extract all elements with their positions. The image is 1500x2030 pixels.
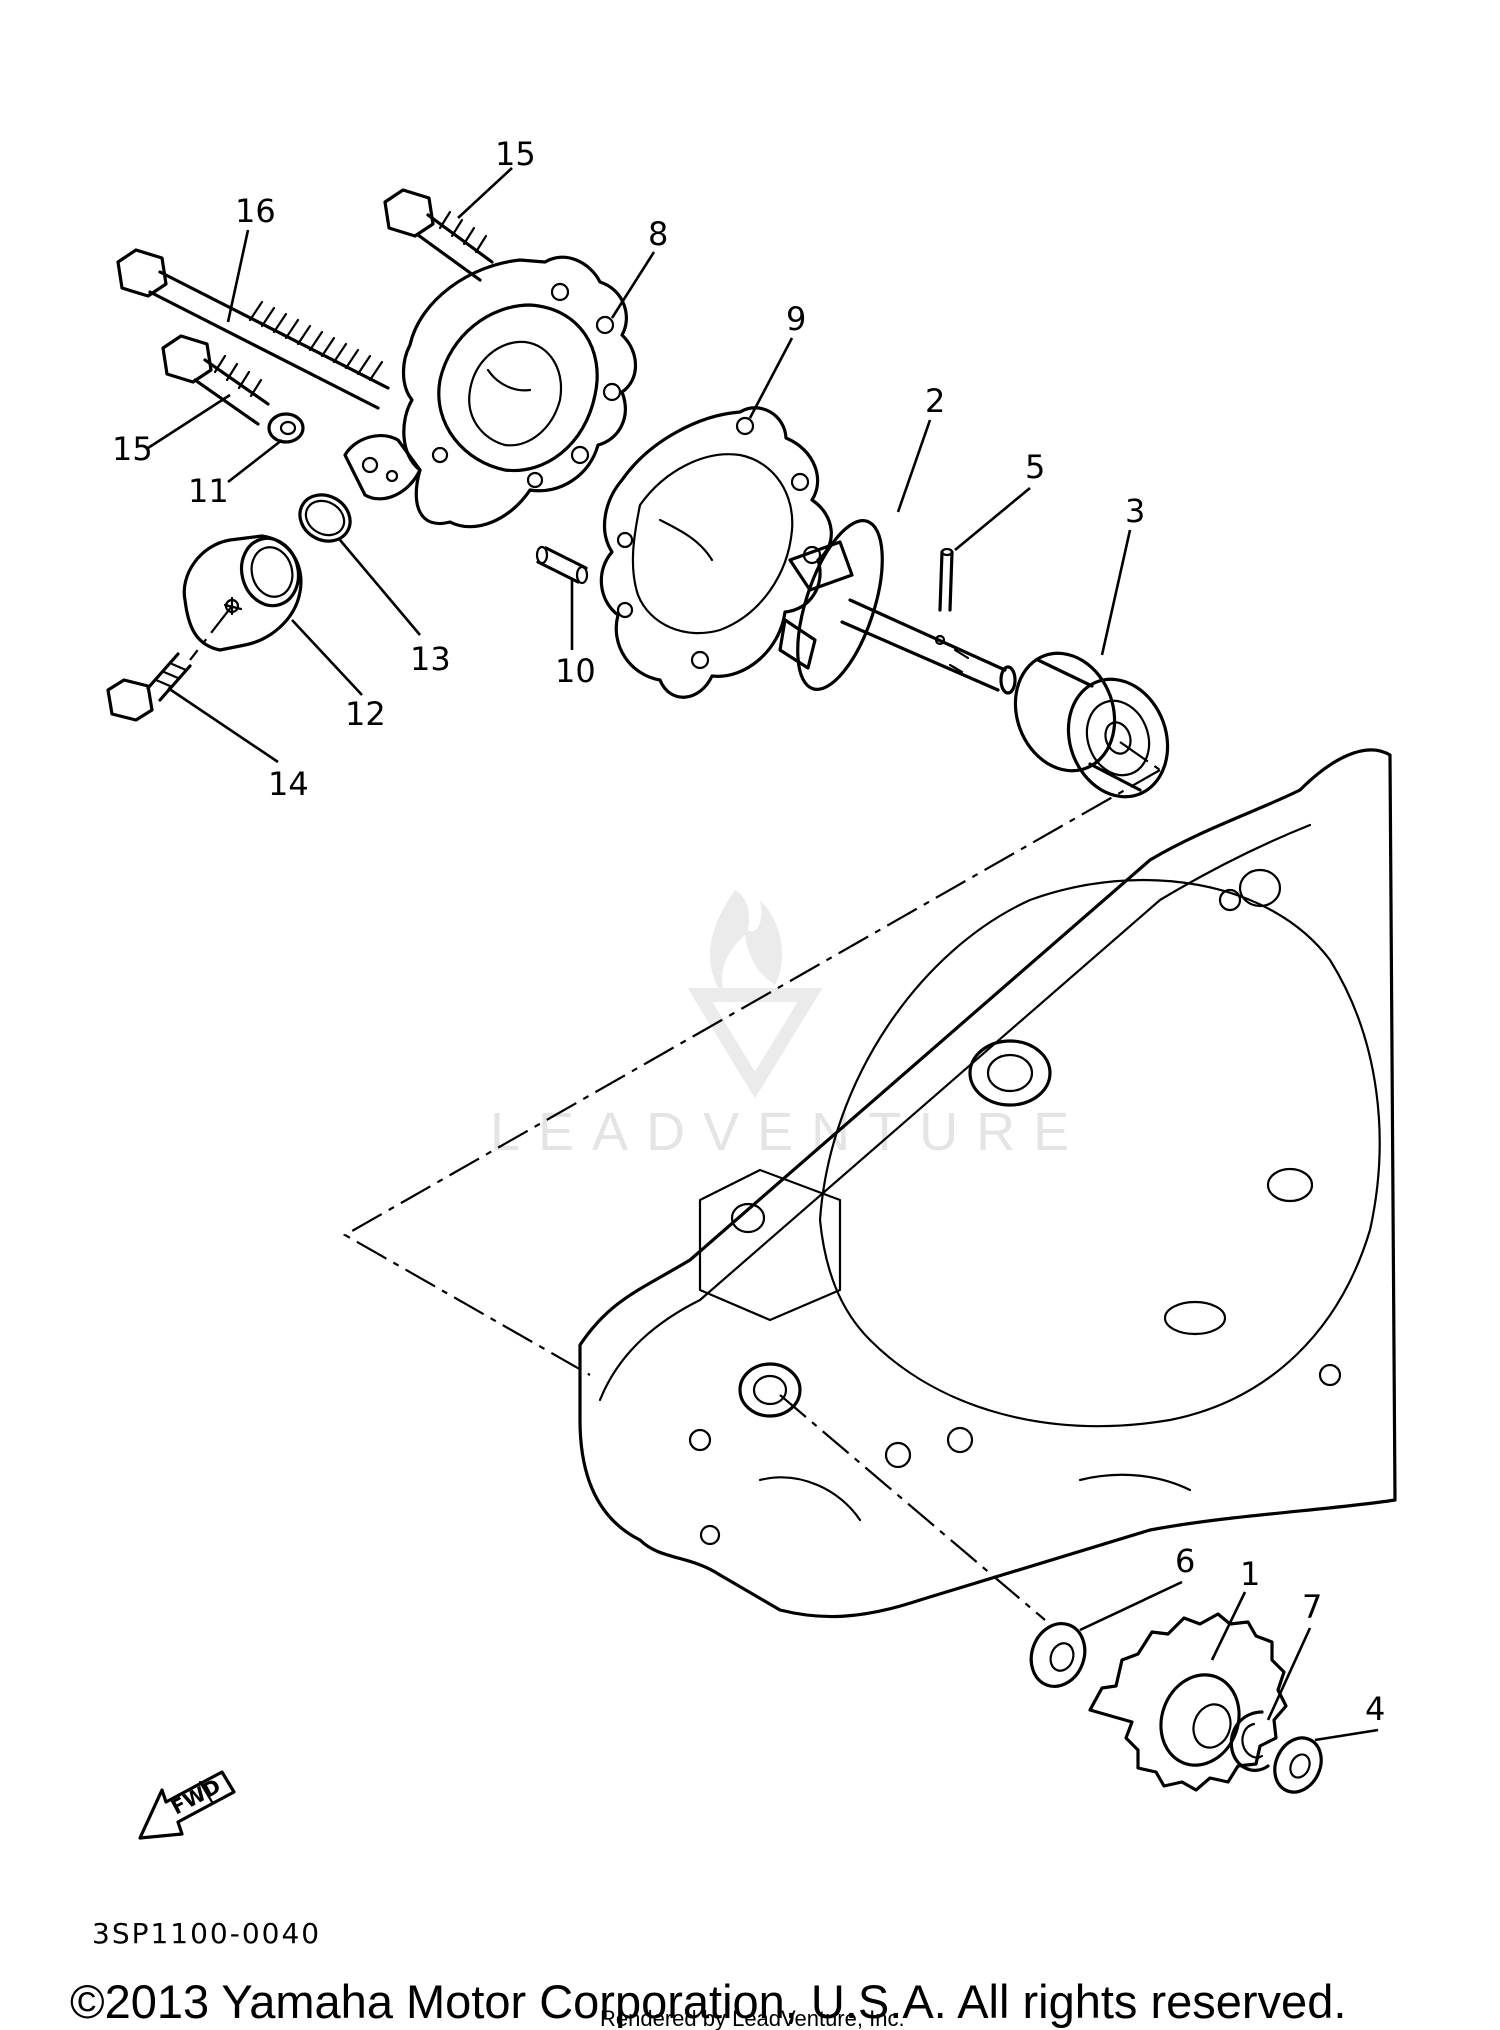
- part-5-pin[interactable]: [938, 547, 954, 612]
- crankcase-half: [578, 748, 1397, 1619]
- callout-8: 8: [648, 215, 668, 253]
- part-9-gasket[interactable]: [599, 406, 833, 699]
- callout-15-lower: 15: [112, 430, 153, 468]
- part-6-washer[interactable]: [1023, 1616, 1094, 1694]
- callout-15-upper: 15: [495, 135, 536, 173]
- diagram-code: 3SP1100-0040: [92, 1917, 321, 1950]
- flame-logo-icon: [710, 890, 783, 1005]
- part-15-bolt-lower[interactable]: [161, 334, 270, 426]
- callout-16: 16: [235, 192, 276, 230]
- part-16-long-bolt[interactable]: [116, 248, 390, 410]
- part-3-bearing[interactable]: [999, 639, 1183, 811]
- callout-10: 10: [555, 652, 596, 690]
- callout-9: 9: [786, 300, 806, 338]
- callout-2: 2: [925, 382, 945, 420]
- callout-7: 7: [1302, 1588, 1322, 1626]
- part-12-water-pipe-elbow[interactable]: [182, 532, 306, 652]
- callout-1: 1: [1240, 1555, 1260, 1593]
- part-4-washer[interactable]: [1266, 1730, 1330, 1799]
- part-11-washer[interactable]: [267, 412, 305, 444]
- part-2-impeller-shaft[interactable]: [778, 511, 1017, 699]
- callout-4: 4: [1365, 1690, 1385, 1728]
- part-7-circlip[interactable]: [1229, 1710, 1270, 1772]
- part-8-water-pump-housing[interactable]: [343, 255, 637, 529]
- callout-11: 11: [188, 472, 229, 510]
- assembly-reference-lines: [189, 605, 1161, 1621]
- part-15-bolt-upper[interactable]: [383, 188, 494, 282]
- callout-13: 13: [410, 640, 451, 678]
- leadventure-watermark: LEADVENTURE: [490, 890, 1087, 1162]
- watermark-brand-text: LEADVENTURE: [490, 1102, 1087, 1162]
- copyright-notice: ©2013 Yamaha Motor Corporation, U.S.A. A…: [70, 1975, 1346, 2028]
- part-13-o-ring[interactable]: [291, 486, 358, 550]
- part-1-drive-gear[interactable]: [1088, 1612, 1288, 1792]
- part-14-bolt[interactable]: [106, 652, 192, 722]
- callout-12: 12: [345, 695, 386, 733]
- callout-14: 14: [268, 765, 309, 803]
- forward-direction-arrow: FWD: [138, 1770, 236, 1840]
- v-logo-icon: [687, 988, 823, 1099]
- callout-labels: 1 2 3 4 5 6 7 8 9 10 11 12 13 14 15 15 1…: [112, 135, 1385, 1728]
- rendered-by-note: Rendered by LeadVenture, Inc.: [600, 2006, 905, 2030]
- callout-5: 5: [1025, 448, 1045, 486]
- part-10-dowel-pin[interactable]: [535, 545, 589, 585]
- callout-3: 3: [1125, 492, 1145, 530]
- callout-6: 6: [1175, 1542, 1195, 1580]
- callout-leaders: [147, 167, 1379, 1742]
